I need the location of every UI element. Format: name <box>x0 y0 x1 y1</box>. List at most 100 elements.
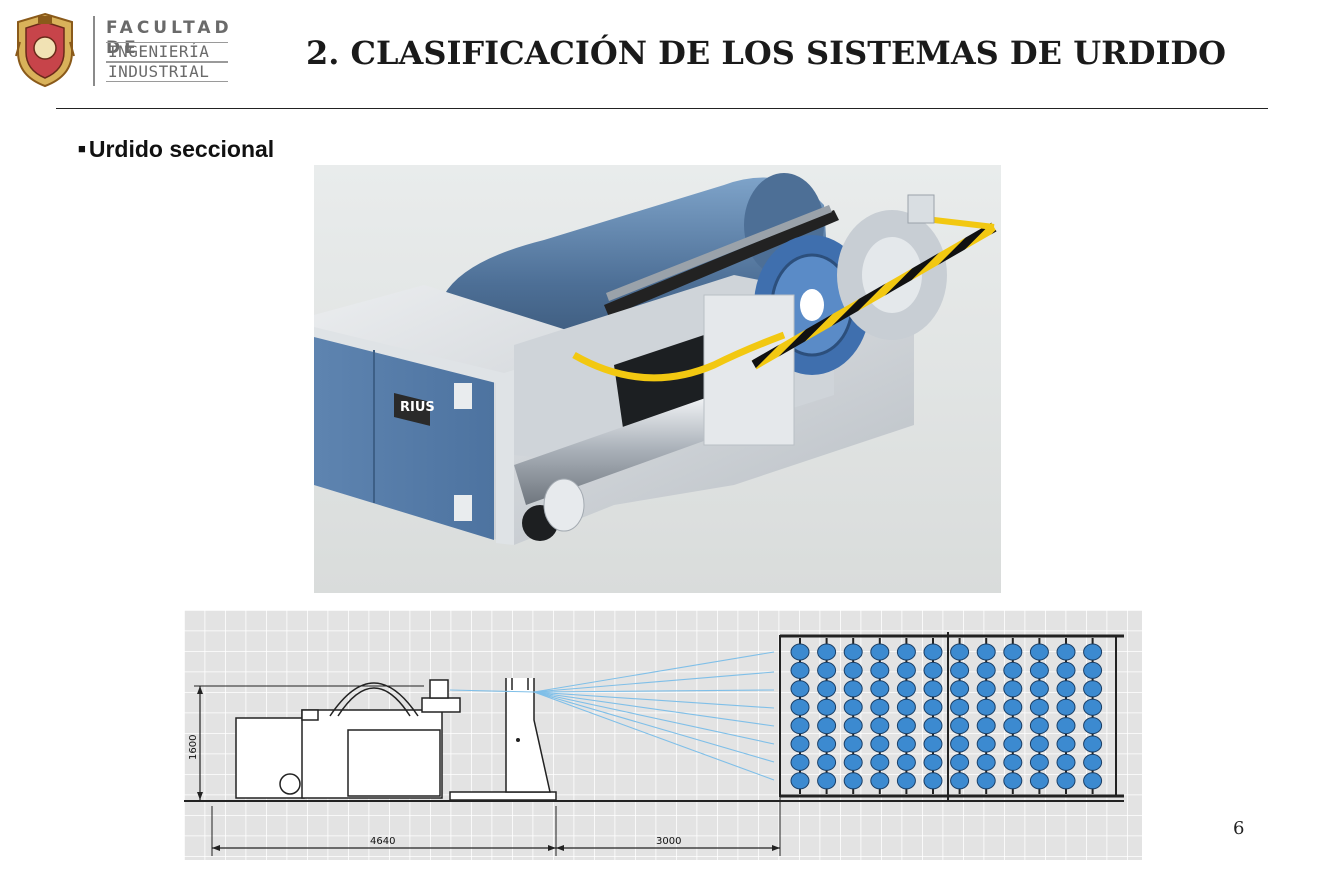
bobbin <box>1083 735 1103 753</box>
faculty-logo: FACULTAD DE INGENIERÍA INDUSTRIAL <box>14 12 234 90</box>
bobbin <box>1003 753 1023 771</box>
bobbin <box>843 661 863 679</box>
bobbin <box>817 717 837 735</box>
bobbin <box>976 680 996 698</box>
bobbin <box>1056 698 1076 716</box>
brand-label: RIUS <box>400 400 435 415</box>
bobbin <box>1003 717 1023 735</box>
bobbin <box>923 735 943 753</box>
bobbin <box>1029 698 1049 716</box>
page-number: 6 <box>1233 818 1245 839</box>
dim-height-label: 1600 <box>188 735 199 760</box>
bobbin <box>1056 717 1076 735</box>
bobbin <box>870 698 890 716</box>
bobbin <box>950 735 970 753</box>
bobbin <box>870 717 890 735</box>
bobbin <box>790 680 810 698</box>
bobbin <box>923 698 943 716</box>
bobbin <box>976 698 996 716</box>
bobbin <box>1003 643 1023 661</box>
bullet-text: Urdido seccional <box>88 136 275 162</box>
bobbin <box>1003 772 1023 790</box>
bobbin <box>817 661 837 679</box>
bobbin <box>1056 643 1076 661</box>
bobbin <box>790 643 810 661</box>
bobbin <box>870 643 890 661</box>
bobbin <box>896 643 916 661</box>
bobbin <box>1029 717 1049 735</box>
bobbin <box>923 753 943 771</box>
bobbin <box>843 643 863 661</box>
bobbin <box>817 680 837 698</box>
university-seal-icon <box>15 12 75 88</box>
bobbin <box>976 643 996 661</box>
bobbin <box>1056 661 1076 679</box>
bobbin <box>790 661 810 679</box>
bobbin <box>950 698 970 716</box>
bobbin <box>843 717 863 735</box>
bobbin <box>950 717 970 735</box>
bobbin <box>817 698 837 716</box>
bobbin <box>896 698 916 716</box>
warping-machine-photo: RIUS <box>314 165 1001 593</box>
bobbin <box>1056 680 1076 698</box>
bobbin <box>950 680 970 698</box>
dim-gap-length-label: 3000 <box>656 836 681 847</box>
bobbin <box>950 772 970 790</box>
bobbin <box>1029 735 1049 753</box>
bobbin <box>950 753 970 771</box>
bobbin <box>817 643 837 661</box>
bobbin <box>1083 717 1103 735</box>
bobbin <box>896 680 916 698</box>
bobbin <box>870 772 890 790</box>
bobbin <box>790 735 810 753</box>
bobbin <box>976 717 996 735</box>
bobbin <box>976 735 996 753</box>
bobbin <box>1056 735 1076 753</box>
bobbin <box>790 772 810 790</box>
bobbin <box>1083 643 1103 661</box>
bobbin <box>1029 753 1049 771</box>
bobbin <box>976 661 996 679</box>
bobbin <box>976 772 996 790</box>
logo-faculty-text: FACULTAD DE <box>106 18 233 58</box>
bobbin <box>843 698 863 716</box>
bobbin <box>923 643 943 661</box>
bobbin <box>1029 680 1049 698</box>
bobbin <box>817 735 837 753</box>
logo-divider <box>93 16 95 86</box>
bobbin <box>923 680 943 698</box>
bobbin <box>950 643 970 661</box>
bobbin <box>923 661 943 679</box>
bobbin <box>843 735 863 753</box>
bobbin <box>1083 772 1103 790</box>
bobbin <box>1029 661 1049 679</box>
bobbin <box>923 772 943 790</box>
bobbin <box>817 753 837 771</box>
bobbin <box>896 772 916 790</box>
bobbin <box>1003 698 1023 716</box>
bobbin <box>1003 735 1023 753</box>
bobbin <box>1083 753 1103 771</box>
bobbin <box>870 735 890 753</box>
creel-bobbins <box>790 638 1103 794</box>
bobbin <box>790 753 810 771</box>
dim-machine-length-label: 4640 <box>370 836 395 847</box>
bobbin <box>870 680 890 698</box>
logo-engineering-text: INGENIERÍA <box>106 42 228 62</box>
bobbin <box>817 772 837 790</box>
bobbin <box>950 661 970 679</box>
bobbin <box>843 772 863 790</box>
bobbin <box>896 735 916 753</box>
bobbin <box>870 661 890 679</box>
square-bullet-icon: ■ <box>78 141 86 156</box>
bobbin <box>870 753 890 771</box>
bobbin <box>843 680 863 698</box>
slide-title: 2. CLASIFICACIÓN DE LOS SISTEMAS DE URDI… <box>306 34 1227 72</box>
warping-layout-drawing: 1600 4640 3000 <box>184 610 1142 860</box>
bobbin <box>896 753 916 771</box>
bobbin <box>1056 753 1076 771</box>
bobbin <box>923 717 943 735</box>
bobbin <box>976 753 996 771</box>
bullet-item: ■Urdido seccional <box>78 136 274 163</box>
